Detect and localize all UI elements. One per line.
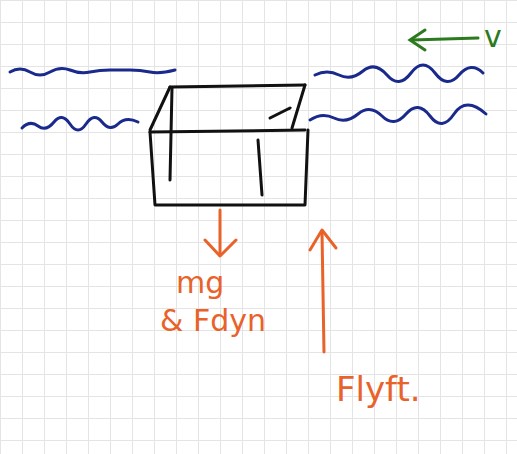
force-label: & Fdyn — [160, 306, 266, 336]
lift-force-arrow — [310, 230, 336, 352]
water-line — [22, 117, 138, 130]
water-line — [10, 68, 175, 75]
force-label: Flyft. — [336, 372, 421, 406]
water-line — [315, 65, 483, 82]
velocity-arrow — [410, 30, 478, 50]
velocity-label: v — [484, 22, 502, 52]
down-force-arrow — [205, 210, 236, 256]
box — [150, 85, 308, 205]
water-line — [310, 105, 486, 124]
force-label: mg — [176, 268, 224, 298]
